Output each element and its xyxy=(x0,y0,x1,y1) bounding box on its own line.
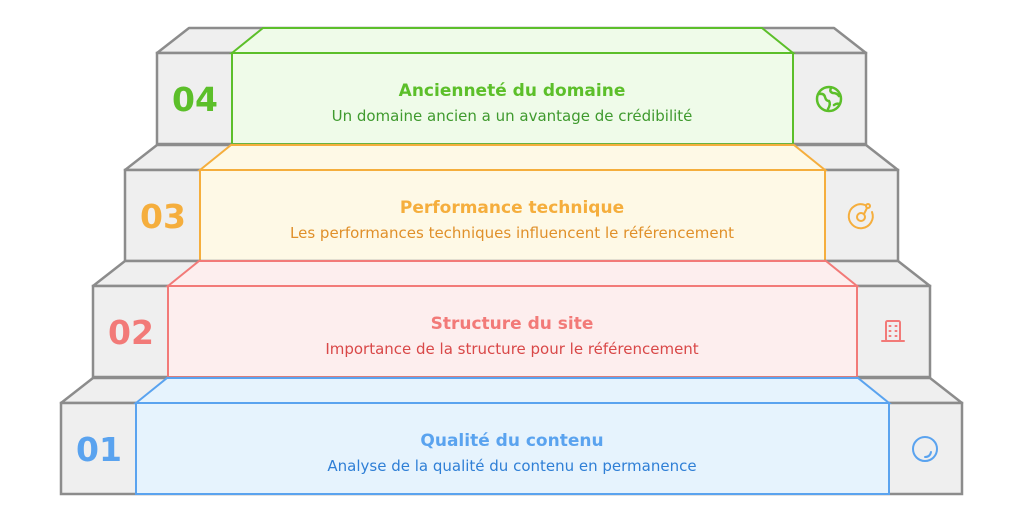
step-number: 02 xyxy=(108,313,154,352)
step-number: 01 xyxy=(76,430,122,469)
step-title: Qualité du contenu xyxy=(420,431,603,451)
gauge-icon xyxy=(847,203,874,230)
step-number: 03 xyxy=(140,197,186,236)
step-title: Ancienneté du domaine xyxy=(399,81,626,101)
step-title: Structure du site xyxy=(431,314,594,334)
step-colored-front xyxy=(167,285,858,378)
step-colored-top xyxy=(165,260,860,287)
step-description: Les performances techniques influencent … xyxy=(290,224,734,242)
step-colored-top xyxy=(197,144,828,171)
step-colored-front xyxy=(199,169,826,262)
globe-icon xyxy=(815,85,843,113)
step-04: 04 Ancienneté du domaine Un domaine ancien… xyxy=(155,26,868,146)
step-colored-front xyxy=(135,402,890,495)
step-colored-top xyxy=(133,377,892,404)
step-description: Un domaine ancien a un avantage de crédi… xyxy=(332,107,693,125)
building-icon xyxy=(881,320,905,342)
step-number: 04 xyxy=(172,80,218,119)
step-description: Analyse de la qualité du contenu en perm… xyxy=(327,457,696,475)
step-title: Performance technique xyxy=(400,198,624,218)
circle-icon xyxy=(912,436,938,462)
step-description: Importance de la structure pour le référ… xyxy=(325,340,698,358)
step-colored-top xyxy=(229,27,796,54)
